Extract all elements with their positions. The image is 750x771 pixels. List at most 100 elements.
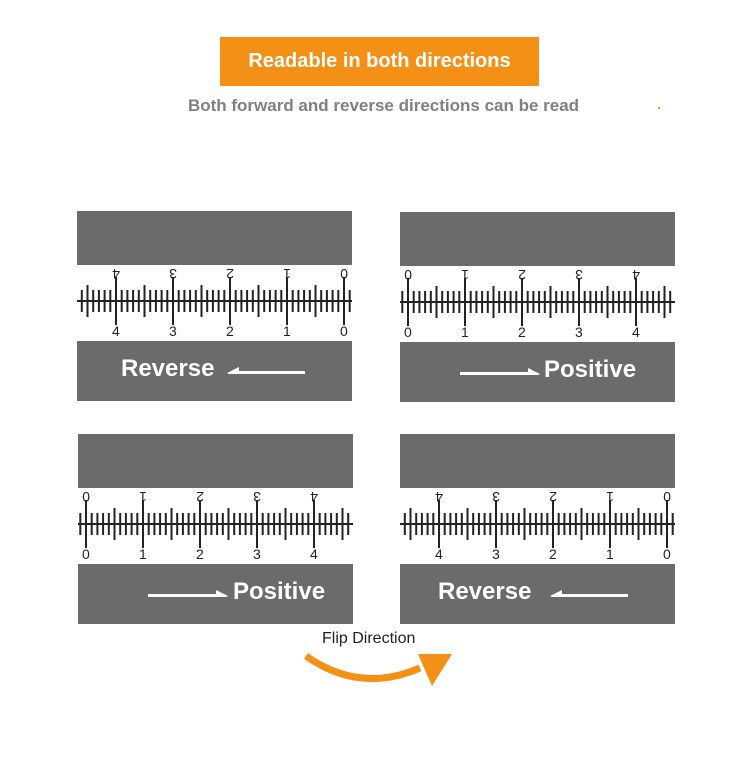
ruler-number-inverted: 1 <box>283 266 291 282</box>
ruler-tick <box>549 286 552 318</box>
ruler-tick <box>512 513 515 535</box>
ruler-number: 3 <box>169 323 177 339</box>
ruler-tick <box>246 290 249 312</box>
ruler-tick <box>115 277 117 325</box>
ruler-tick <box>318 513 321 535</box>
ruler-tick <box>566 291 569 313</box>
ruler-tick <box>172 277 174 325</box>
ruler-tick <box>418 291 421 313</box>
ruler-tick <box>257 285 260 317</box>
ruler-tick <box>523 508 526 540</box>
ruler-tick <box>301 513 304 535</box>
ruler-tick <box>320 290 323 312</box>
ruler-tick <box>460 513 463 535</box>
panel-bottom-band: Positive <box>78 564 353 624</box>
ruler-tick <box>403 513 406 535</box>
ruler-tick <box>166 290 169 312</box>
ruler-number-inverted: 0 <box>82 489 90 505</box>
ruler-tick <box>221 513 224 535</box>
ruler-number-inverted: 4 <box>310 489 318 505</box>
ruler-tick <box>506 513 509 535</box>
ruler-tick <box>466 508 469 540</box>
ruler-tick <box>635 278 637 326</box>
ruler-tick <box>291 290 294 312</box>
ruler-tick <box>591 513 594 535</box>
ruler-tick <box>335 513 338 535</box>
curved-arrow-icon <box>303 653 452 686</box>
ruler-tick <box>86 285 89 317</box>
ruler-tick <box>206 290 209 312</box>
ruler-number: 4 <box>632 324 640 340</box>
ruler-tick <box>102 513 105 535</box>
ruler-tick <box>646 291 649 313</box>
ruler-number: 1 <box>461 324 469 340</box>
ruler-tick <box>143 285 146 317</box>
direction-label: Positive <box>233 578 326 605</box>
ruler-tick <box>623 291 626 313</box>
ruler-number-inverted: 1 <box>606 489 614 505</box>
direction-label: Reverse <box>121 355 215 382</box>
ruler-number-inverted: 2 <box>549 489 557 505</box>
flip-direction-label: Flip Direction <box>322 630 416 647</box>
ruler-tick <box>211 290 214 312</box>
ruler-number: 2 <box>226 323 234 339</box>
ruler-tick <box>273 513 276 535</box>
ruler-tick <box>543 291 546 313</box>
ruler-tick <box>606 286 609 318</box>
ruler-tick <box>136 513 139 535</box>
ruler-tick <box>130 513 133 535</box>
ruler-tick <box>657 291 660 313</box>
ruler-tick <box>401 291 404 313</box>
ruler-tick <box>85 500 87 548</box>
page-subtitle: Both forward and reverse directions can … <box>187 96 580 115</box>
ruler-number-inverted: 3 <box>169 266 177 282</box>
ruler-tick <box>560 291 563 313</box>
ruler-tick <box>233 513 236 535</box>
ruler-tick <box>109 290 112 312</box>
ruler-number: 4 <box>112 323 120 339</box>
ruler-tick <box>637 508 640 540</box>
ruler-tick <box>280 290 283 312</box>
ruler-tick <box>620 513 623 535</box>
ruler-number-inverted: 4 <box>632 267 640 283</box>
ruler-tick <box>469 291 472 313</box>
ruler-tick <box>654 513 657 535</box>
ruler-number-inverted: 0 <box>663 489 671 505</box>
ruler-tick <box>164 513 167 535</box>
ruler-tick <box>97 290 100 312</box>
ruler-tick <box>181 513 184 535</box>
ruler-tick <box>452 291 455 313</box>
ruler-number: 2 <box>196 546 204 562</box>
ruler-tick <box>124 513 127 535</box>
ruler-tick <box>132 290 135 312</box>
ruler-tick <box>503 291 506 313</box>
ruler-tick <box>330 513 333 535</box>
arrow-right-icon <box>460 368 540 375</box>
ruler-tick <box>409 508 412 540</box>
ruler-tick <box>586 513 589 535</box>
ruler-tick <box>261 513 264 535</box>
ruler-tick <box>498 291 501 313</box>
ruler-tick <box>347 513 350 535</box>
ruler-tick <box>483 513 486 535</box>
ruler-number: 3 <box>492 546 500 562</box>
ruler-number: 3 <box>575 324 583 340</box>
ruler-tick <box>176 513 179 535</box>
ruler-tick <box>216 513 219 535</box>
ruler-tick <box>472 513 475 535</box>
ruler-tick <box>449 513 452 535</box>
ruler-tick <box>234 290 237 312</box>
ruler-tick <box>534 513 537 535</box>
ruler-tick <box>563 513 566 535</box>
ruler-tick <box>286 277 288 325</box>
ruler-number-inverted: 3 <box>575 267 583 283</box>
ruler-tick <box>160 290 163 312</box>
ruler-tick <box>200 285 203 317</box>
